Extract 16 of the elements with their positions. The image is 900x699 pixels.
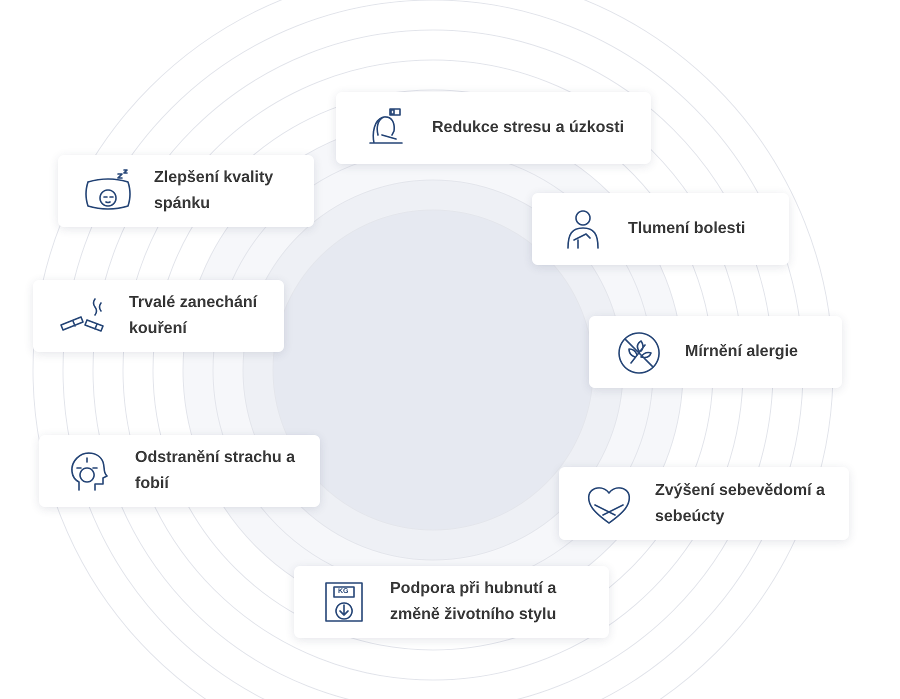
benefit-label: Redukce stresu a úzkosti bbox=[432, 118, 624, 138]
benefit-label: Zlepšení kvality spánku bbox=[154, 168, 274, 214]
benefit-card bbox=[589, 316, 842, 388]
benefit-label: Odstranění strachu a fobií bbox=[135, 448, 296, 494]
benefit-card bbox=[33, 280, 284, 352]
benefit-label: Tlumení bolesti bbox=[628, 219, 746, 239]
benefit-card bbox=[559, 467, 849, 540]
benefit-card bbox=[39, 435, 320, 507]
benefit-label: Trvalé zanechání kouření bbox=[129, 293, 258, 339]
benefit-label: Podpora při hubnutí a změně životního stylu bbox=[390, 579, 558, 625]
benefit-card bbox=[532, 193, 789, 265]
benefit-card bbox=[336, 92, 651, 164]
benefit-card bbox=[294, 566, 609, 638]
benefit-card bbox=[58, 155, 314, 227]
benefit-label: Zvýšení sebevědomí a sebeúcty bbox=[655, 480, 826, 526]
benefit-label: Mírnění alergie bbox=[685, 342, 798, 362]
